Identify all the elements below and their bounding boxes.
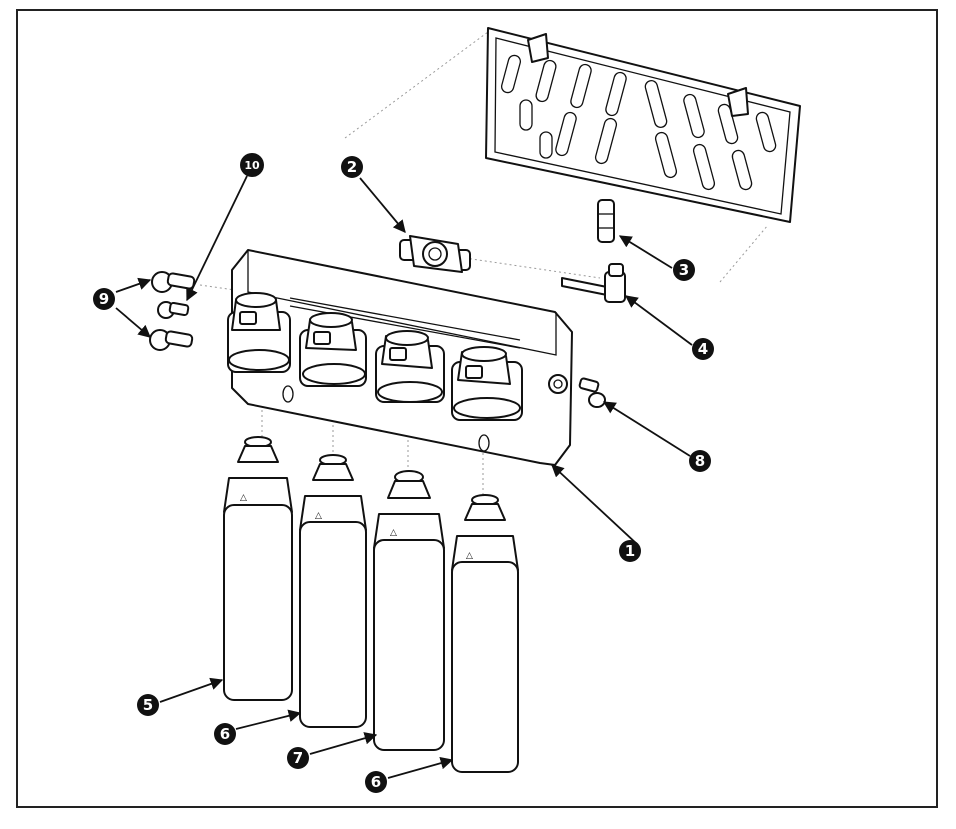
callout-leaders bbox=[115, 175, 693, 779]
filter-head-2 bbox=[299, 312, 367, 387]
svg-text:△: △ bbox=[390, 528, 397, 538]
callout-3: 3 bbox=[673, 259, 695, 281]
callout-6b-label: 6 bbox=[371, 773, 381, 791]
callout-8-label: 8 bbox=[695, 452, 705, 470]
callout-7: 7 bbox=[287, 747, 309, 769]
callout-6b: 6 bbox=[365, 771, 387, 793]
callout-2-label: 2 bbox=[347, 158, 357, 176]
callout-9-label: 9 bbox=[99, 290, 109, 308]
callout-1-label: 1 bbox=[625, 542, 635, 560]
callout-7-label: 7 bbox=[293, 749, 303, 767]
svg-text:△: △ bbox=[240, 493, 247, 503]
tee-fitting bbox=[561, 263, 626, 303]
svg-text:△: △ bbox=[315, 511, 322, 521]
callout-10-label: 10 bbox=[244, 159, 260, 172]
callout-4: 4 bbox=[692, 338, 714, 360]
callout-6a-label: 6 bbox=[220, 725, 230, 743]
callout-10: 10 bbox=[240, 153, 264, 177]
filter-head-1 bbox=[227, 292, 291, 373]
svg-text:△: △ bbox=[466, 551, 473, 561]
filter-cartridge-7: △ bbox=[373, 470, 445, 751]
callout-2: 2 bbox=[341, 156, 363, 178]
filter-cartridge-6a: △ bbox=[299, 454, 367, 728]
filter-head-3 bbox=[375, 330, 445, 403]
callout-6a: 6 bbox=[214, 723, 236, 745]
filter-cartridge-5: △ bbox=[223, 436, 293, 701]
callout-8: 8 bbox=[689, 450, 711, 472]
small-elbow-fitting bbox=[157, 301, 190, 319]
callout-5-label: 5 bbox=[143, 696, 153, 714]
mounting-plate bbox=[485, 27, 801, 223]
pressure-regulator bbox=[399, 235, 471, 273]
straight-connector bbox=[597, 199, 615, 243]
callout-4-label: 4 bbox=[698, 340, 708, 358]
diagram-frame bbox=[16, 9, 938, 808]
outlet-elbow-fitting bbox=[578, 377, 606, 408]
callout-5: 5 bbox=[137, 694, 159, 716]
callout-3-label: 3 bbox=[679, 261, 689, 279]
callout-9: 9 bbox=[93, 288, 115, 310]
filter-cartridge-6b: △ bbox=[451, 494, 519, 773]
elbow-fittings bbox=[149, 271, 196, 351]
callout-1: 1 bbox=[619, 540, 641, 562]
filter-head-4 bbox=[451, 346, 523, 421]
